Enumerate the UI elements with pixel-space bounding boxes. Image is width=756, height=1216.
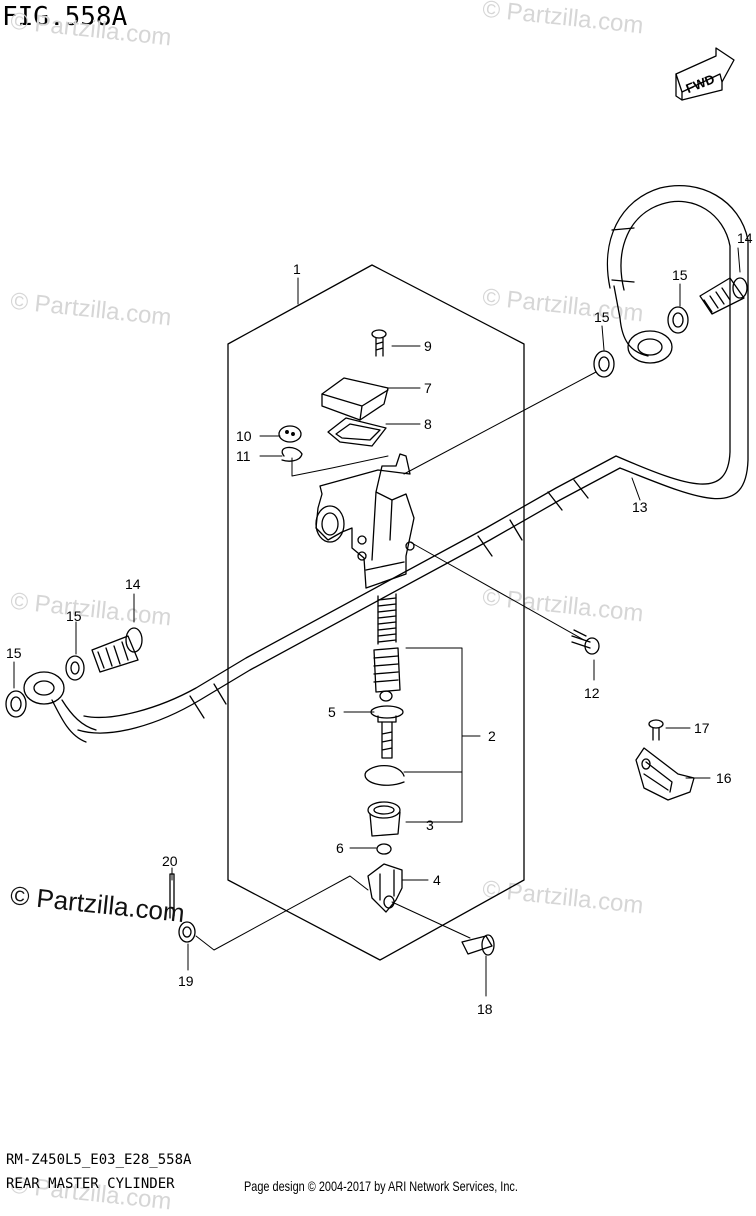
brake-hose: [77, 184, 749, 734]
callout-2: 2: [488, 728, 496, 744]
snap-ring: [364, 765, 405, 786]
callout-12: 12: [584, 685, 600, 701]
leader-lines: [13, 247, 741, 997]
callout-15b: 15: [594, 309, 610, 325]
callout-11: 11: [236, 448, 251, 464]
washer-upper-b: [593, 350, 615, 378]
callout-4: 4: [433, 872, 441, 888]
banjo-fitting-lower: [23, 671, 97, 743]
figure-title: FIG.558A: [2, 2, 128, 32]
callout-15d: 15: [6, 645, 22, 661]
union-bolt-upper: [699, 277, 748, 315]
banjo-fitting-upper: [613, 285, 673, 364]
washer-lower-b: [5, 690, 27, 718]
clevis-pin: [461, 934, 495, 956]
clevis: [367, 863, 403, 913]
union-bolt-lower: [91, 627, 143, 673]
piston-spring: [373, 593, 401, 702]
diagram-name: REAR MASTER CYLINDER: [6, 1176, 175, 1192]
callout-6: 6: [336, 840, 344, 856]
cap-screw: [371, 329, 387, 357]
callout-1: 1: [293, 261, 301, 277]
callout-8: 8: [424, 416, 432, 432]
washer-lower-a: [65, 655, 85, 681]
reservoir-cap: [321, 377, 389, 421]
callout-19: 19: [178, 973, 194, 989]
clamp-screw: [648, 719, 664, 741]
nut: [376, 843, 392, 855]
callout-13: 13: [632, 499, 648, 515]
callout-3: 3: [426, 817, 434, 833]
master-cylinder-body: [315, 453, 415, 589]
callout-15a: 15: [672, 267, 688, 283]
callout-9: 9: [424, 338, 432, 354]
circlip-small: [281, 446, 303, 462]
push-rod: [370, 705, 404, 759]
boot: [367, 801, 401, 837]
callout-20: 20: [162, 853, 178, 869]
assembly-outline: [227, 264, 525, 961]
callout-15c: 15: [66, 608, 82, 624]
plate: [278, 425, 302, 443]
callout-18: 18: [477, 1001, 493, 1017]
callout-16: 16: [716, 770, 732, 786]
callout-14b: 14: [125, 576, 141, 592]
fwd-arrow-icon: [675, 47, 735, 101]
diaphragm: [327, 417, 387, 447]
callout-5: 5: [328, 704, 336, 720]
washer-upper-a: [667, 306, 689, 334]
callout-14a: 14: [737, 230, 753, 246]
page-credit: Page design © 2004-2017 by ARI Network S…: [244, 1178, 518, 1194]
hose-clamp: [635, 747, 695, 801]
pin-washer: [178, 921, 196, 943]
diagram-code: RM-Z450L5_E03_E28_558A: [6, 1152, 192, 1168]
callout-17: 17: [694, 720, 710, 736]
cylinder-bolt: [571, 629, 600, 655]
callout-7: 7: [424, 380, 432, 396]
callout-10: 10: [236, 428, 252, 444]
